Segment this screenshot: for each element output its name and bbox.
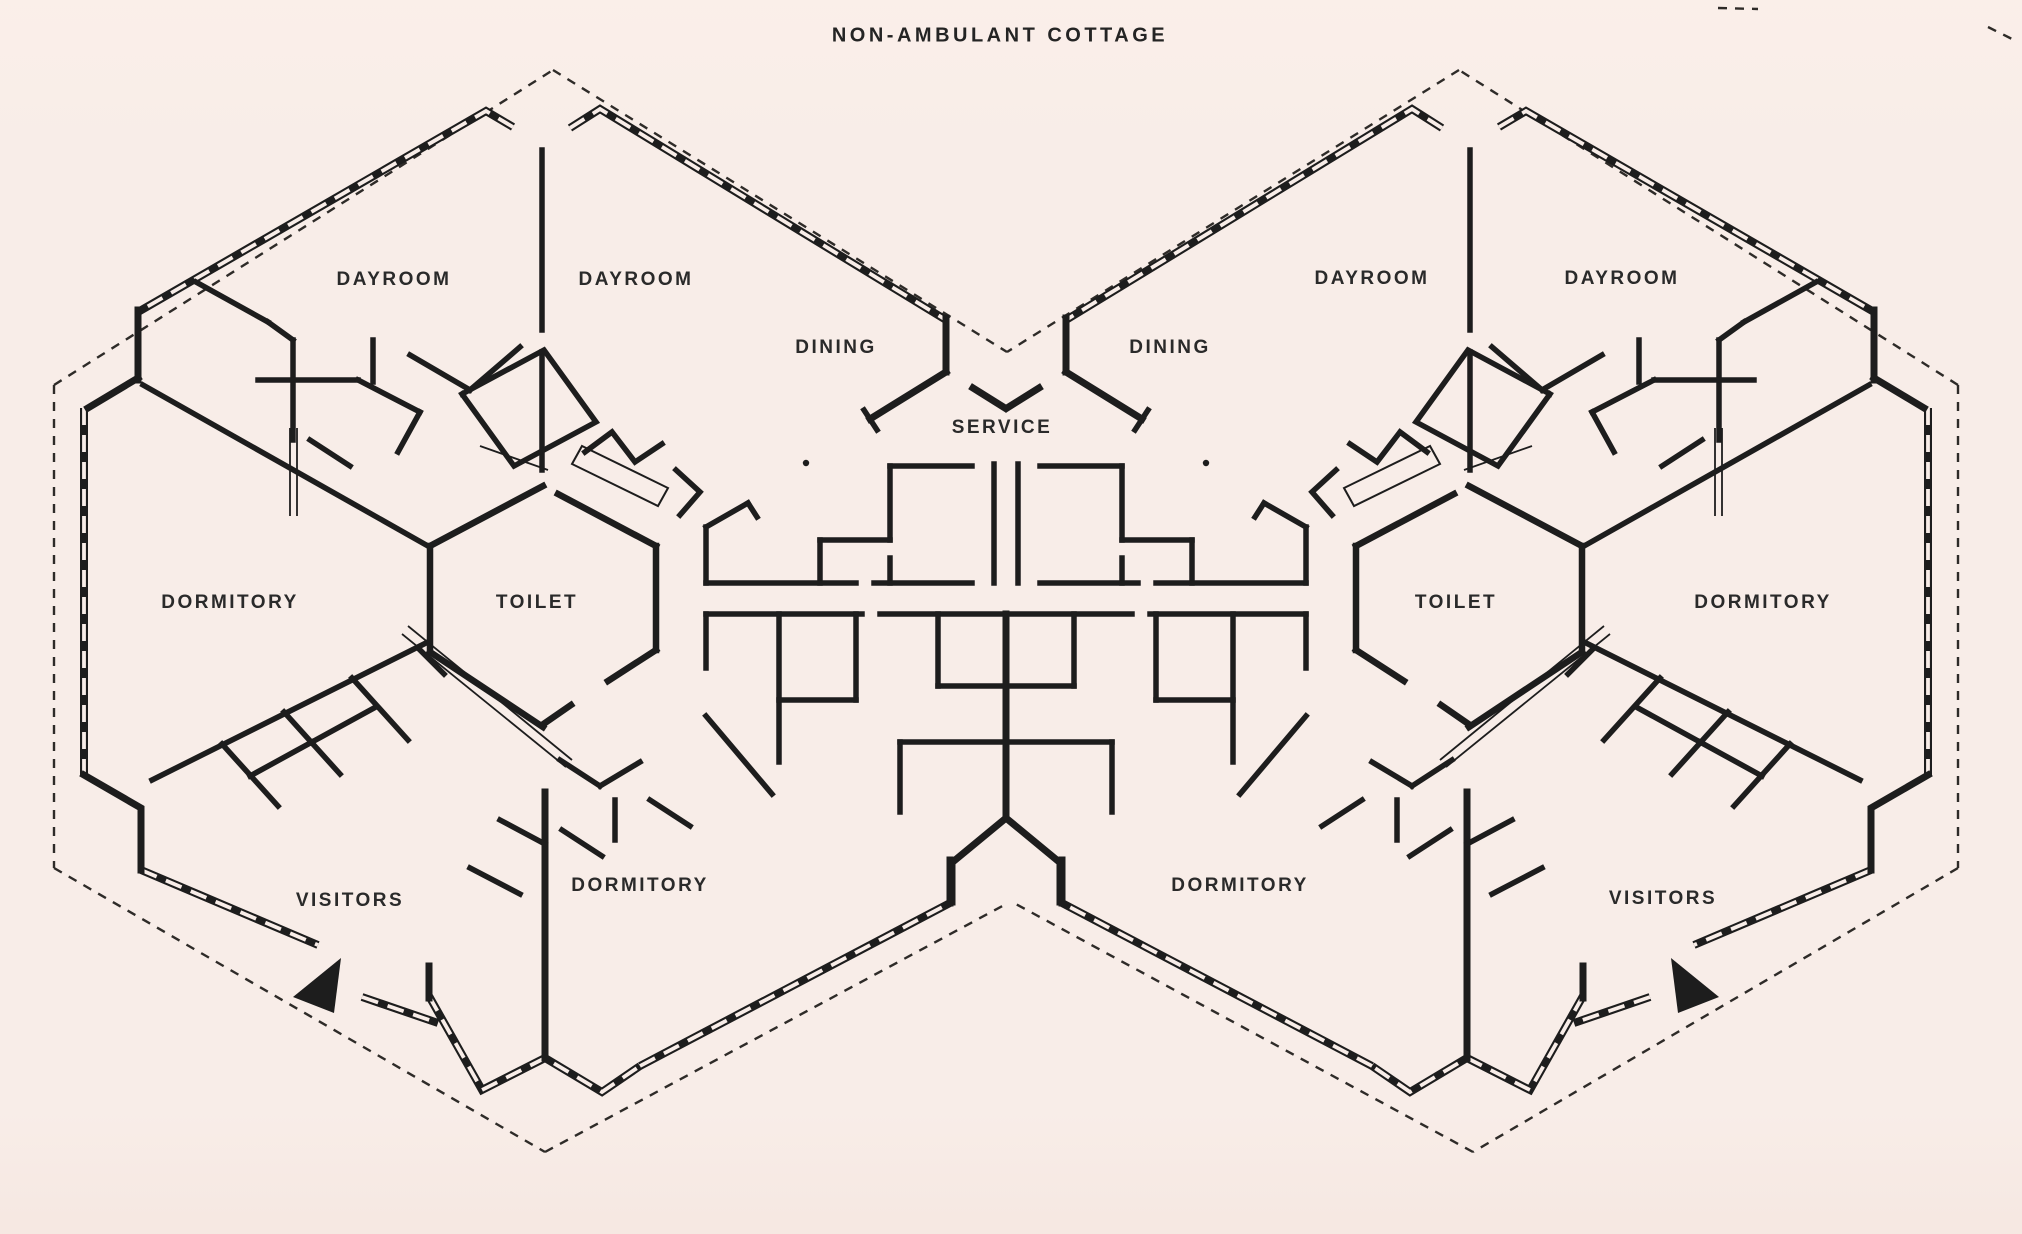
entrance-arrow-icon [293,958,341,1013]
service-core-walls [702,383,1310,906]
service-core-right-half [1001,383,1310,906]
entrance-arrow-icon [1671,958,1719,1013]
room-label-toilet-left: TOILET [495,592,579,613]
room-label-dormitory-west: DORMITORY [161,592,299,613]
room-label-service: SERVICE [951,417,1053,438]
service-core-left-half [702,383,1011,906]
right-cottage-walls [1058,104,1933,1097]
room-label-visitors-right: VISITORS [1608,888,1718,909]
left-cottage-walls [79,104,954,1097]
room-label-dayroom-right-east: DAYROOM [1564,268,1680,289]
room-label-dormitory-east: DORMITORY [1694,592,1832,613]
room-label-toilet-right: TOILET [1414,592,1498,613]
dashed-site-boundary [52,6,2017,1154]
room-label-dormitory-south-right: DORMITORY [1171,875,1309,896]
room-label-dayroom-left-east: DAYROOM [578,269,694,290]
room-label-dining-left: DINING [795,337,877,358]
room-label-visitors-left: VISITORS [295,890,405,911]
room-label-dormitory-south-left: DORMITORY [571,875,709,896]
room-label-dayroom-left-west: DAYROOM [336,269,452,290]
drawing-title: NON-AMBULANT COTTAGE [831,24,1169,47]
room-label-dining-right: DINING [1129,337,1211,358]
room-label-dayroom-right-west: DAYROOM [1314,268,1430,289]
